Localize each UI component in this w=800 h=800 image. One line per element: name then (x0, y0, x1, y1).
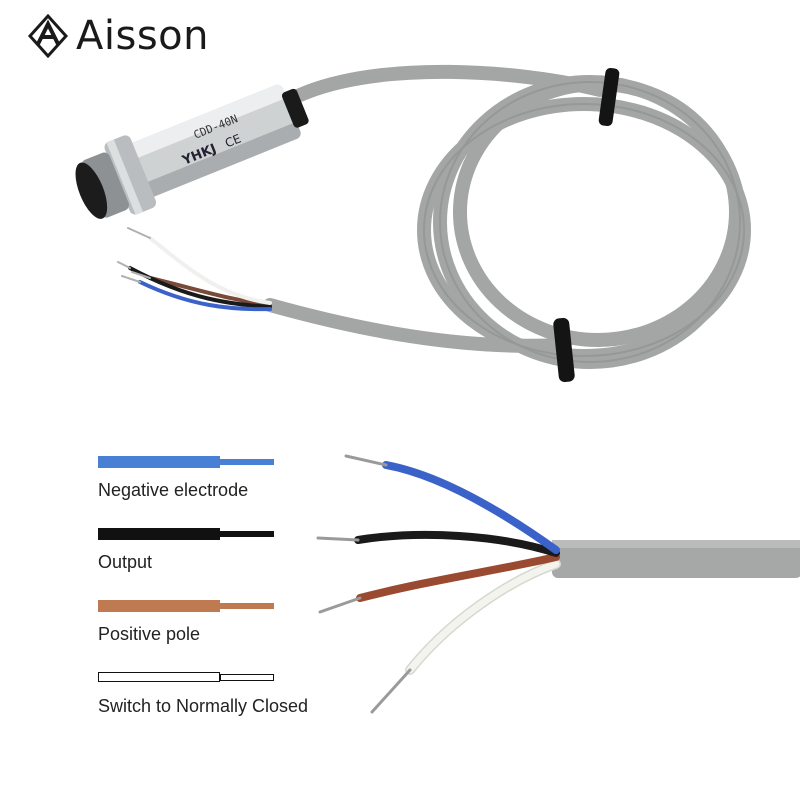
legend-swatch-brown (98, 600, 274, 612)
wire-closeup (316, 454, 800, 714)
legend-item-normally-closed: Switch to Normally Closed (98, 672, 308, 716)
legend-item-positive: Positive pole (98, 600, 274, 644)
conductor-black (316, 536, 360, 542)
legend-swatch-black (98, 528, 274, 540)
sensor-barrel: CDD-40N YHKJ CE (75, 84, 309, 219)
conductor-blue (344, 454, 388, 467)
brand-logo: Aisson (26, 14, 209, 58)
coiled-cable (263, 64, 751, 369)
photo-wires (117, 227, 272, 312)
legend-label-negative: Negative electrode (98, 480, 249, 500)
wire-black (354, 530, 560, 557)
legend-swatch-blue (98, 456, 274, 468)
conductor-white (370, 668, 412, 714)
wire-blue (382, 461, 560, 554)
legend-item-negative: Negative electrode (98, 456, 274, 500)
cable-tie-bottom (553, 317, 575, 383)
brand-name: Aisson (76, 13, 209, 59)
product-photo: CDD-40N YHKJ CE (75, 64, 751, 383)
legend-label-positive: Positive pole (98, 624, 201, 644)
cable-sheath (552, 540, 800, 578)
legend-label-output: Output (98, 552, 153, 572)
wire-brown (356, 553, 560, 602)
ce-mark: CE (223, 131, 243, 150)
ans-monogram-logo-icon (27, 14, 69, 58)
legend-swatch-white (98, 672, 274, 684)
legend-label-normally-closed: Switch to Normally Closed (98, 696, 309, 716)
cable-tie-top (598, 67, 620, 127)
legend-item-output: Output (98, 528, 274, 572)
conductor-brown (318, 596, 362, 614)
